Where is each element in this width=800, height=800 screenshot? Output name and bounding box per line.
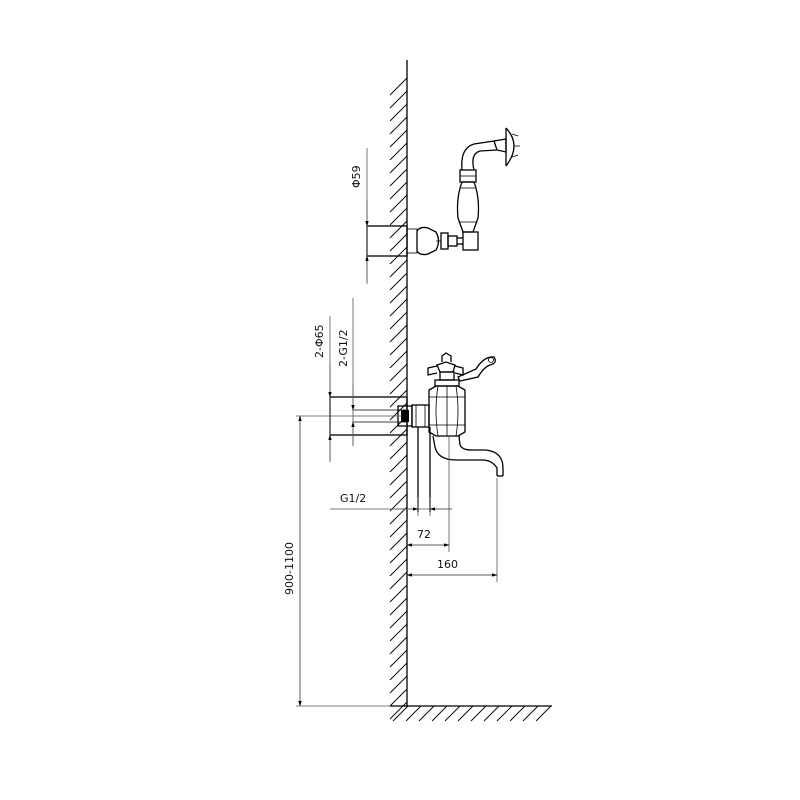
floor-hatch-line xyxy=(444,705,461,722)
wall-hatch-line xyxy=(389,545,408,564)
handshower xyxy=(456,127,520,233)
wall-hatch-line xyxy=(389,77,408,96)
floor-hatch-line xyxy=(535,705,552,722)
wall-hatch-line xyxy=(389,233,408,252)
mixer-body xyxy=(411,371,466,437)
wall-hatch-line xyxy=(389,675,408,694)
wall-hatch-line xyxy=(389,623,408,642)
inlet-pipes xyxy=(417,427,431,512)
floor xyxy=(390,705,552,722)
spout-projection-label: 160 xyxy=(437,558,458,571)
wall-hatch-line xyxy=(389,558,408,577)
inlet-thread-top-label: 2-G1/2 xyxy=(337,329,350,367)
wall-hatch-line xyxy=(389,116,408,135)
wall-hatch-line xyxy=(389,493,408,512)
wall-hatch-line xyxy=(389,584,408,603)
wall-hatch-line xyxy=(389,142,408,161)
spout xyxy=(432,435,504,477)
wall-offset-label: 72 xyxy=(417,528,431,541)
dimension-handshower-diameter: Φ59 xyxy=(350,148,369,284)
wall-hatch-line xyxy=(389,597,408,616)
wall-hatch-line xyxy=(389,90,408,109)
wall-hatch-line xyxy=(389,428,408,447)
wall-hatch-line xyxy=(389,610,408,629)
cross-handle xyxy=(427,352,464,376)
wall-hatch-line xyxy=(389,662,408,681)
handshower-wall-connector xyxy=(366,225,479,257)
wall-hatch-line xyxy=(389,441,408,460)
wall-hatch-line xyxy=(389,103,408,122)
wall-hatch-line xyxy=(389,259,408,278)
floor-hatch-line xyxy=(418,705,435,722)
wall-hatch-line xyxy=(389,194,408,213)
wall-hatch-line xyxy=(389,532,408,551)
mounting-height-label: 900-1100 xyxy=(283,542,296,595)
inlet-thread-label: G1/2 xyxy=(340,492,366,505)
floor-hatch-line xyxy=(457,705,474,722)
wall-hatch-line xyxy=(389,389,408,408)
wall-hatch-line xyxy=(389,285,408,304)
wall xyxy=(389,60,408,720)
wall-hatch-line xyxy=(389,688,408,707)
floor-hatch-line xyxy=(470,705,487,722)
wall-hatch-line xyxy=(389,337,408,356)
wall-hatch-line xyxy=(389,467,408,486)
wall-hatch-line xyxy=(389,376,408,395)
wall-hatch-line xyxy=(389,220,408,239)
wall-hatch-line xyxy=(389,506,408,525)
wall-hatch-line xyxy=(389,519,408,538)
dimension-inlet-thread: G1/2 xyxy=(330,492,452,516)
floor-hatch-line xyxy=(483,705,500,722)
wall-hatch-line xyxy=(389,636,408,655)
wall-hatch-line xyxy=(389,298,408,317)
floor-hatch-line xyxy=(431,705,448,722)
dimension-inlet-thread-vertical: 2-G1/2 xyxy=(337,298,355,446)
wall-hatch-line xyxy=(389,181,408,200)
wall-hatch-line xyxy=(389,701,408,720)
floor-hatch-line xyxy=(522,705,539,722)
wall-hatch-line xyxy=(389,272,408,291)
dimension-spout-projection: 160 xyxy=(406,478,498,582)
floor-hatch-line xyxy=(496,705,513,722)
wall-hatch-line xyxy=(389,324,408,343)
wall-hatch-line xyxy=(389,649,408,668)
wall-hatch-line xyxy=(389,207,408,226)
wall-hatch-line xyxy=(389,350,408,369)
wall-hatch-line xyxy=(389,168,408,187)
floor-hatch-line xyxy=(405,705,422,722)
wall-hatch-line xyxy=(389,129,408,148)
wall-hatch-line xyxy=(389,311,408,330)
wall-hatch-line xyxy=(389,454,408,473)
dimension-mounting-height: 900-1100 xyxy=(283,415,402,707)
wall-hatch-line xyxy=(389,363,408,382)
lever-handle xyxy=(457,356,496,382)
wall-hatch-line xyxy=(389,155,408,174)
wall-hatch-line xyxy=(389,571,408,590)
dimension-inlet-diameter: 2-Φ65 xyxy=(313,316,332,462)
wall-hatch-line xyxy=(389,480,408,499)
handshower-diameter-label: Φ59 xyxy=(350,165,363,188)
dimension-wall-offset: 72 xyxy=(406,436,450,552)
floor-hatch-line xyxy=(392,705,409,722)
inlet-diameter-label: 2-Φ65 xyxy=(313,324,326,358)
floor-hatch-line xyxy=(509,705,526,722)
